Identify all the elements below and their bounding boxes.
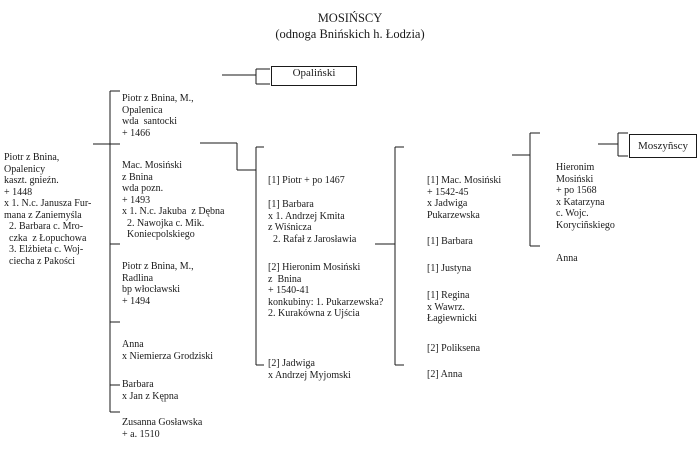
page-title: MOSIŃSCY [317,11,383,25]
person-barbara-gen4: [1] Barbara [427,236,473,247]
branch-box-moszynscy: Moszyñscy [629,134,697,158]
page-subtitle: (odnoga Bnińskich h. Łodzia) [275,27,425,41]
person-zuzanna-goslawska: Zusanna Gosławska+ a. 1510 [122,417,203,440]
person-justyna-gen4: [1] Justyna [427,263,472,274]
branch-box-opalinscy: Opaliński [271,66,357,86]
family-tree-connectors [93,68,628,413]
person-piotr-gen3: [1] Piotr + po 1467 [268,175,345,186]
person-anna-gen5: Anna [556,253,578,264]
person-poliksena-gen4: [2] Poliksena [427,343,481,354]
person-anna-gen4: [2] Anna [427,369,463,380]
